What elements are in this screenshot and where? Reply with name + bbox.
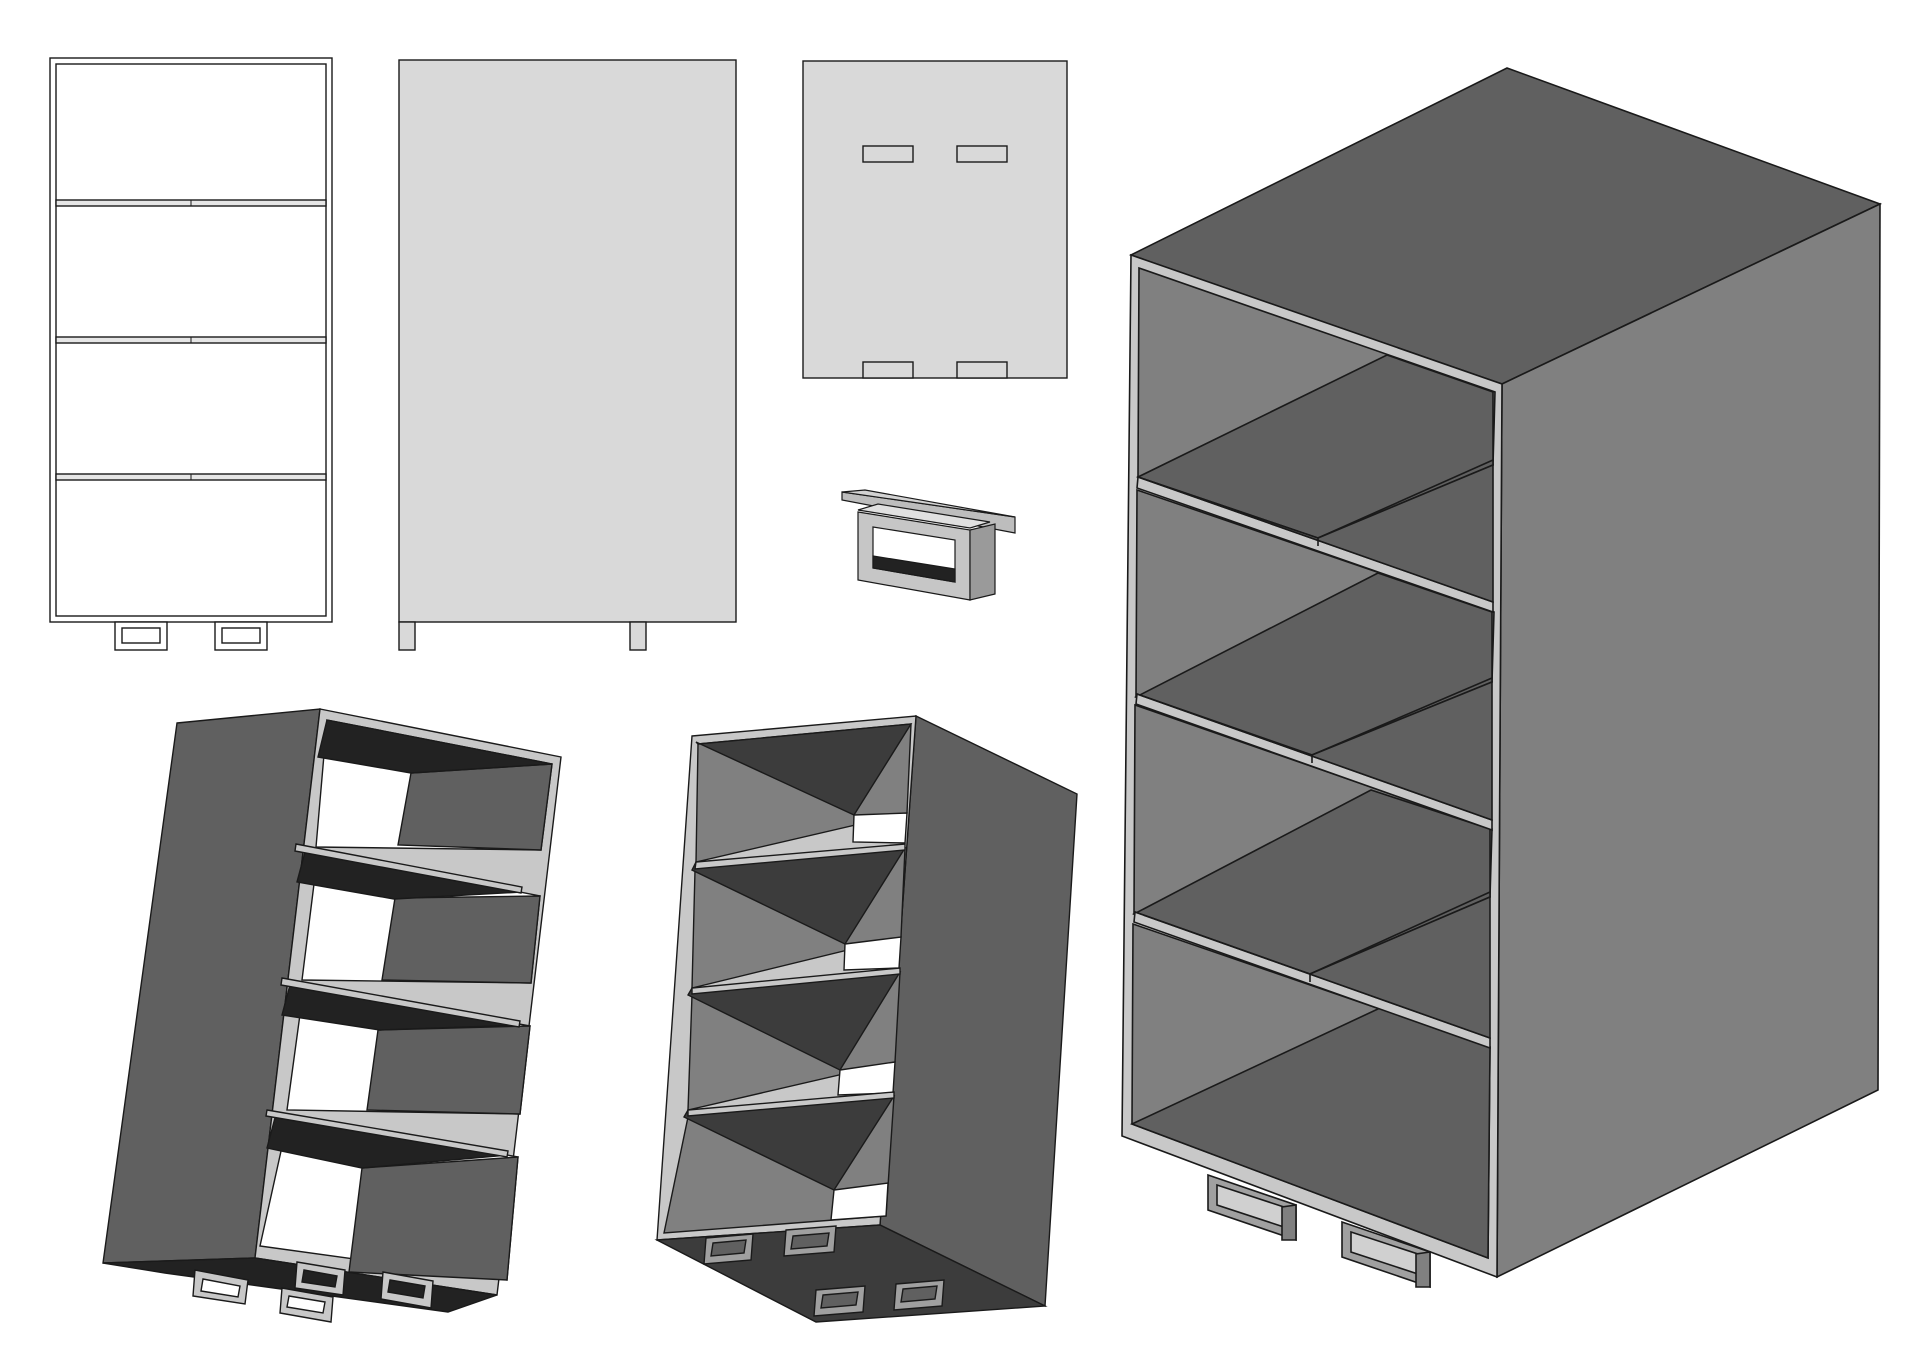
side-elevation-view: [398, 59, 737, 651]
front-elevation-view: [49, 57, 333, 651]
side-feet: [398, 621, 647, 651]
bottom-left-feet: [192, 1261, 434, 1323]
isometric-bottom-center-view: [654, 714, 1078, 1323]
back-panel-view: [802, 60, 1068, 379]
main-feet: [1207, 1173, 1431, 1289]
foot-bracket-detail-view: [841, 489, 1016, 601]
isometric-main-view: [1121, 67, 1883, 1289]
isometric-bottom-left-view: [102, 708, 562, 1323]
front-feet: [114, 621, 268, 651]
back-panel-slots: [862, 145, 1008, 379]
bottom-center-feet: [703, 1225, 945, 1317]
